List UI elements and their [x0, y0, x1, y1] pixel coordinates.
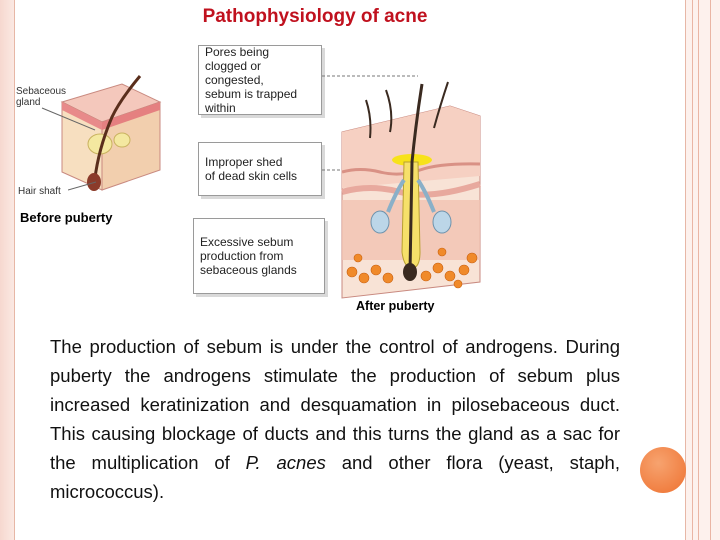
callout-box-clogged-pores: Pores being clogged or congested, sebum …	[198, 45, 322, 115]
slide-title: Pathophysiology of acne	[202, 6, 428, 27]
frame-line	[698, 0, 699, 540]
explanation-paragraph: The production of sebum is under the con…	[50, 332, 620, 506]
callout-box-excessive-sebum: Excessive sebum production from sebaceou…	[193, 218, 325, 294]
after-puberty-caption: After puberty	[356, 299, 435, 313]
before-puberty-caption: Before puberty	[20, 210, 113, 225]
before-puberty-skin-illustration	[60, 75, 162, 191]
organism-name-italic: P. acnes	[245, 452, 326, 473]
decorative-orange-circle	[640, 447, 686, 493]
sebaceous-gland-label: Sebaceous gland	[16, 86, 67, 108]
callout-text: Excessive sebum production from sebaceou…	[200, 235, 297, 277]
frame-line	[692, 0, 693, 540]
sebaceous-gland-pointer	[41, 107, 96, 131]
after-puberty-skin-illustration	[341, 81, 481, 299]
hair-shaft-label: Hair shaft	[18, 186, 61, 197]
callout-text: Improper shed of dead skin cells	[205, 155, 298, 183]
hair-shaft-pointer	[68, 181, 97, 191]
right-frame-border	[685, 0, 720, 540]
callout-box-improper-shedding: Improper shed of dead skin cells	[198, 142, 322, 196]
frame-line	[710, 0, 711, 540]
paragraph-text: The production of sebum is under the con…	[50, 336, 620, 473]
paragraph-text-end: and other flora (yeast, staph, micrococc…	[50, 452, 620, 502]
left-frame-border	[0, 0, 15, 540]
callout-text: Pores being clogged or congested, sebum …	[205, 45, 298, 115]
